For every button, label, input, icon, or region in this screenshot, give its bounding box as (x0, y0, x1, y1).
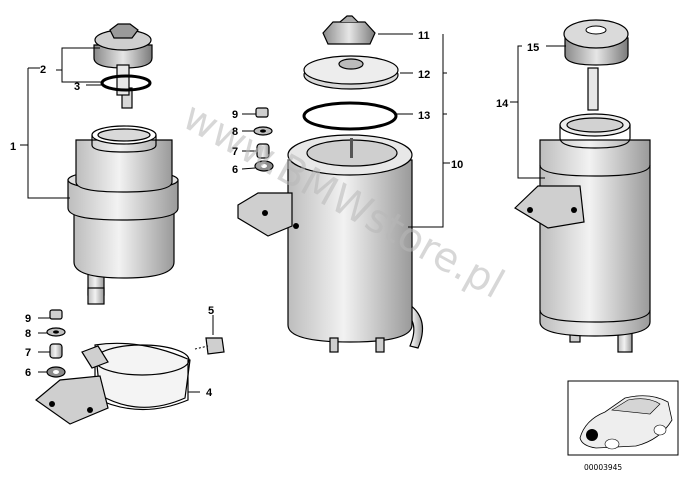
callout-11: 11 (418, 30, 430, 42)
hardware-set-lower (38, 309, 200, 393)
callout-12: 12 (418, 69, 430, 81)
cover-part-12 (303, 55, 399, 90)
leader-lines-left (20, 47, 104, 199)
callout-2: 2 (40, 64, 46, 76)
reservoir-part-1 (67, 125, 179, 305)
callout-7-upper: 7 (232, 146, 238, 158)
callout-13: 13 (418, 110, 430, 122)
callout-8-upper: 8 (232, 126, 238, 138)
callout-9-upper: 9 (232, 109, 238, 121)
callout-9-lower: 9 (25, 313, 31, 325)
callout-4: 4 (206, 387, 213, 399)
leader-lines-center (378, 33, 450, 228)
reservoir-part-14 (514, 113, 651, 353)
reservoir-part-10 (237, 134, 424, 353)
callout-15: 15 (527, 42, 539, 54)
cap-part-11 (322, 15, 376, 45)
callout-7-lower: 7 (25, 347, 31, 359)
callout-6-lower: 6 (25, 367, 31, 379)
cap-part-2 (93, 23, 153, 109)
cap-part-15 (563, 19, 629, 111)
bolt-part-5 (194, 315, 225, 355)
callout-14: 14 (496, 98, 509, 110)
o-ring-part-3 (100, 74, 152, 92)
callout-8-lower: 8 (25, 328, 31, 340)
leader-lines-right (510, 45, 566, 179)
callout-5: 5 (208, 305, 214, 317)
callout-1: 1 (10, 141, 16, 153)
car-location-thumbnail (567, 380, 679, 456)
callout-10: 10 (451, 159, 463, 171)
clamp-part-4 (35, 342, 191, 425)
callout-6-upper: 6 (232, 164, 238, 176)
reference-number: 00003945 (584, 463, 622, 472)
callout-3: 3 (74, 81, 80, 93)
o-ring-part-13 (302, 101, 398, 131)
hardware-set-upper (241, 107, 274, 172)
